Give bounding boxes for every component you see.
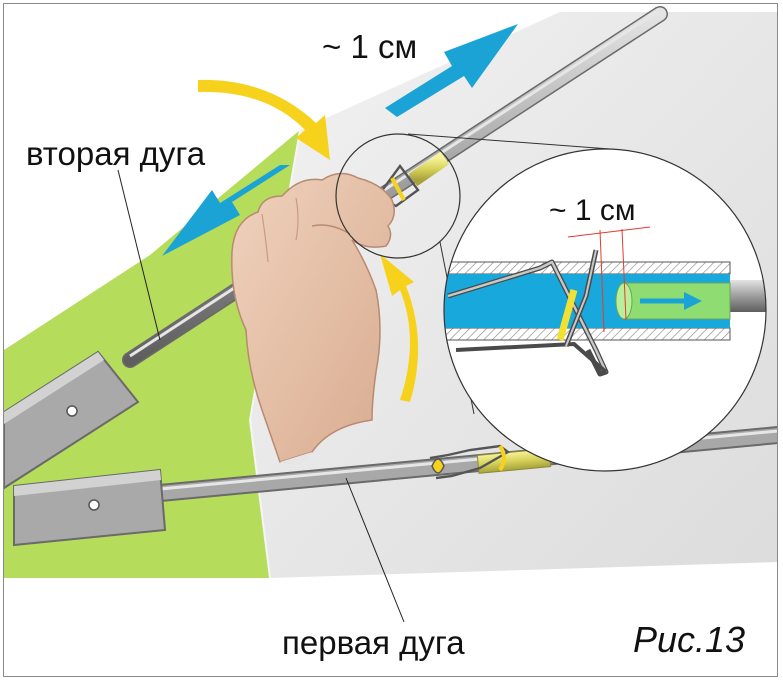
first-arc-connector: [429, 444, 552, 480]
second-arc-leader: [117, 169, 161, 341]
first-arc-label: первая дуга: [282, 624, 465, 661]
hand-icon: [231, 172, 395, 465]
detail-circle: [335, 133, 461, 259]
first-arc-leader: [345, 477, 405, 623]
double-arrow-icon: [162, 24, 518, 256]
top-dimension-label: ~ 1 см: [322, 28, 418, 65]
magnified-dimension-label: ~ 1 см: [549, 194, 636, 227]
first-arc-foot: [13, 468, 167, 547]
figure-caption: Рис.13: [633, 619, 746, 660]
second-arc-foot: [4, 350, 140, 490]
magnified-view: [443, 148, 767, 472]
figure-frame: [3, 3, 778, 677]
rotation-arrow-icon: [198, 79, 419, 402]
second-arc-label: вторая дуга: [26, 135, 206, 172]
